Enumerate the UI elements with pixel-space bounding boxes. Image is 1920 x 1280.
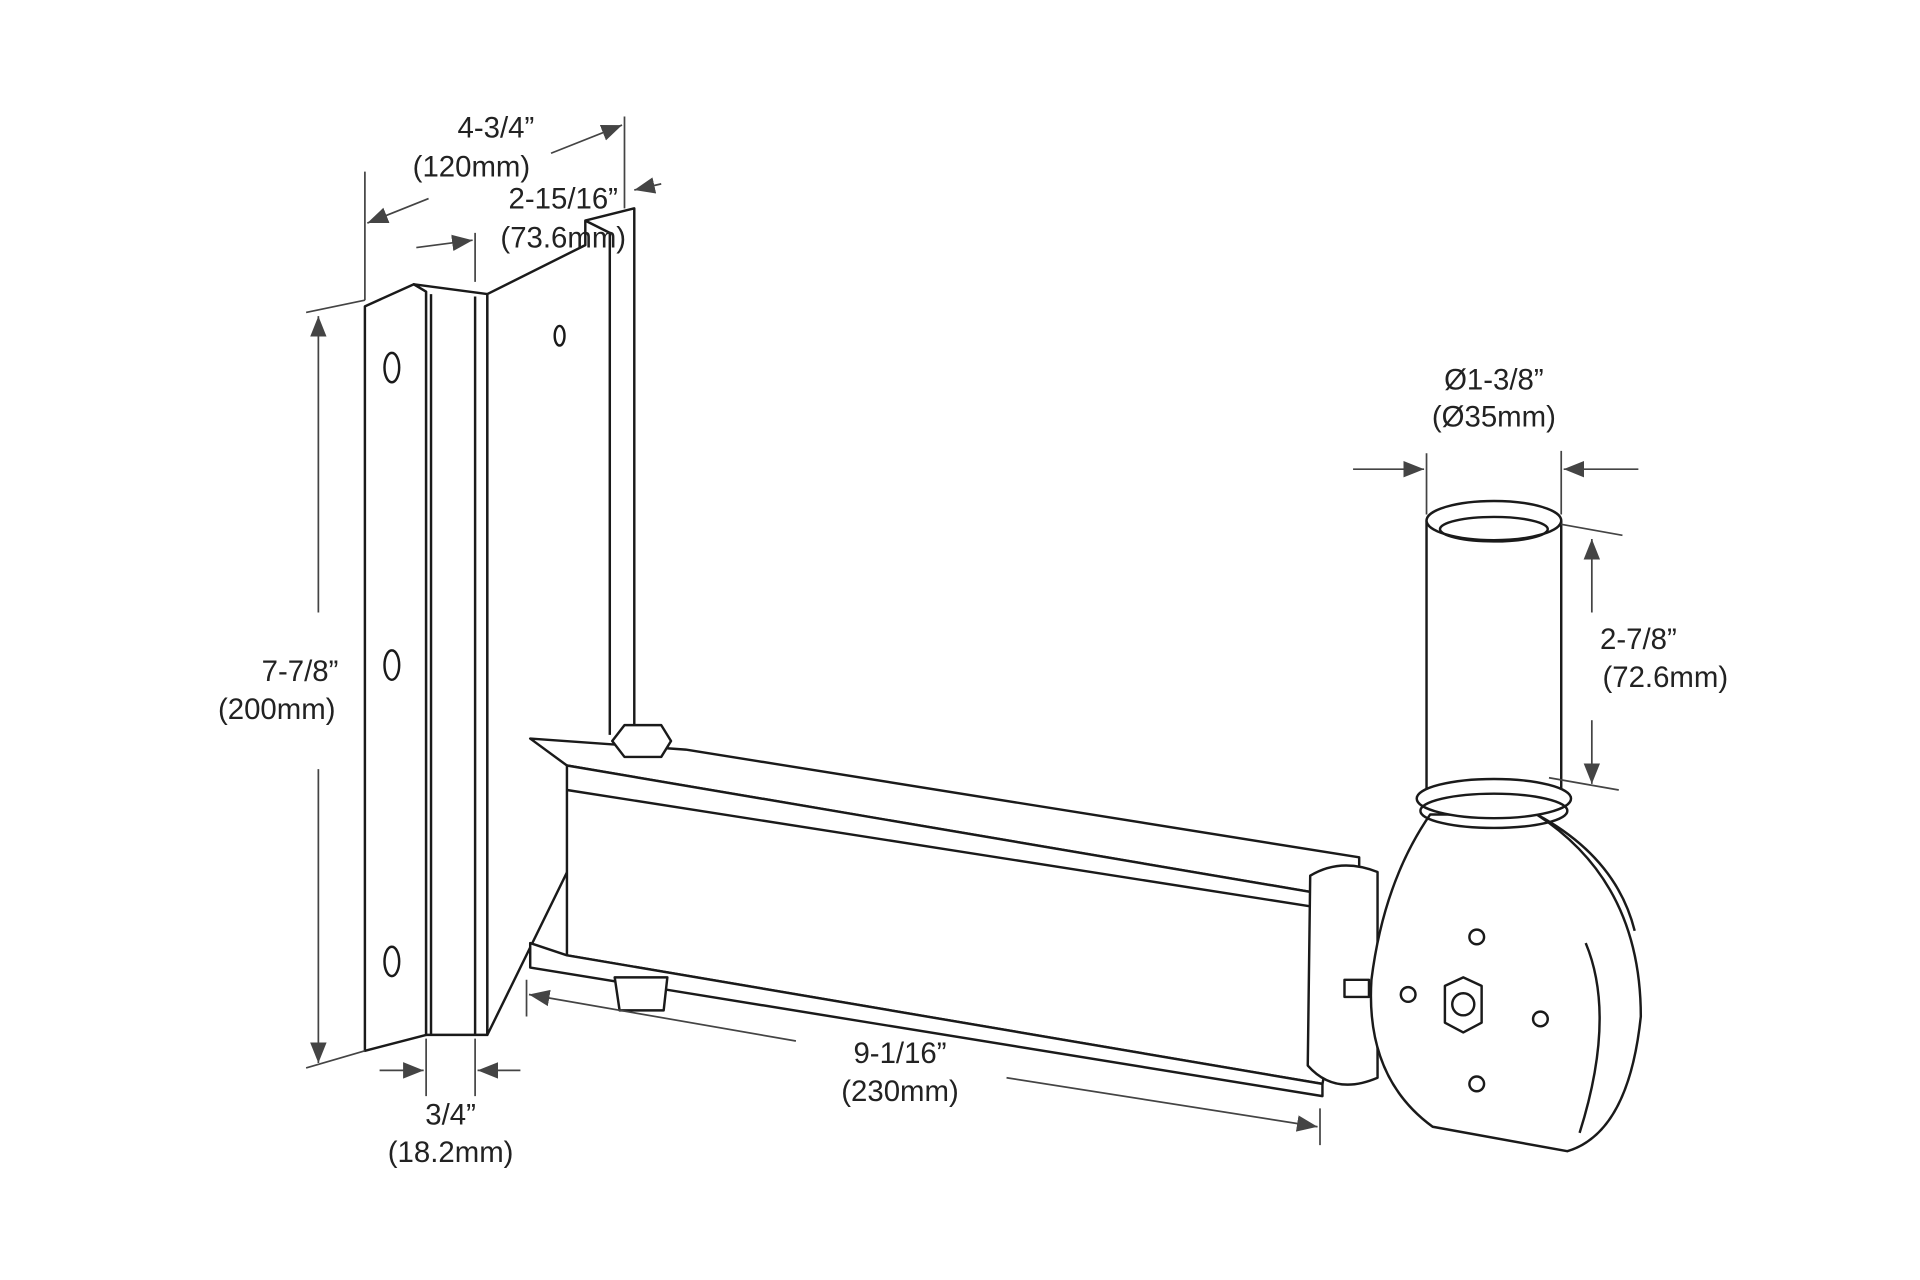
swivel-head [1343, 813, 1643, 1153]
plate-height-metric: (200mm) [218, 693, 336, 726]
arm-length-metric: (230mm) [841, 1075, 959, 1108]
wall-plate [363, 207, 636, 1053]
pole-diameter-imperial: Ø1-3/8” [1444, 364, 1544, 397]
pole-height-imperial: 2-7/8” [1600, 623, 1677, 656]
mounting-pole [1415, 499, 1573, 830]
support-arm [528, 723, 1379, 1098]
plate-width-metric: (18.2mm) [388, 1136, 514, 1169]
pole-height-metric: (72.6mm) [1602, 661, 1728, 694]
flange-depth-metric: (73.6mm) [500, 222, 626, 255]
pole-diameter-metric: (Ø35mm) [1432, 400, 1556, 433]
plate-width-imperial: 3/4” [425, 1098, 476, 1131]
flange-depth-imperial: 2-15/16” [509, 182, 618, 215]
arm-length-imperial: 9-1/16” [853, 1037, 946, 1070]
plate-height-imperial: 7-7/8” [262, 655, 339, 688]
dimension-lines [305, 116, 1639, 1146]
overall-depth-imperial: 4-3/4” [458, 111, 535, 144]
overall-depth-metric: (120mm) [413, 151, 531, 184]
